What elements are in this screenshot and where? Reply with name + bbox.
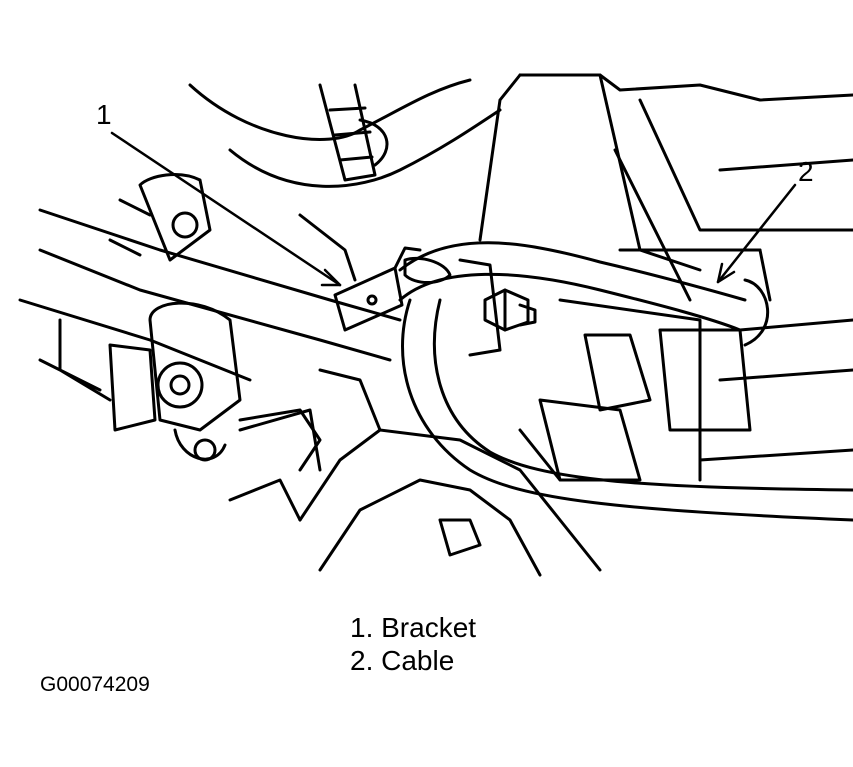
leader-line-1 [110,131,342,287]
crossmember [18,173,402,382]
legend-item-bracket: 1. Bracket [350,612,477,643]
leader-lines [110,131,797,287]
callout-2: 2 [798,156,814,187]
transmission-case [478,73,853,482]
arrowhead-2 [716,262,736,284]
mount-bushing [38,301,322,472]
figure-id: G00074209 [40,673,150,696]
bolt [458,258,537,357]
cable [398,241,853,522]
arrowhead-1 [320,268,342,287]
engine-mount-illustration [18,73,853,577]
upper-hose [188,78,502,188]
bracket [298,213,422,332]
legend: 1. Bracket 2. Cable [350,611,476,677]
legend-item-cable: 2. Cable [350,645,455,676]
bell-housing [228,368,602,577]
callout-1: 1 [96,99,112,130]
leader-line-2 [716,183,797,284]
